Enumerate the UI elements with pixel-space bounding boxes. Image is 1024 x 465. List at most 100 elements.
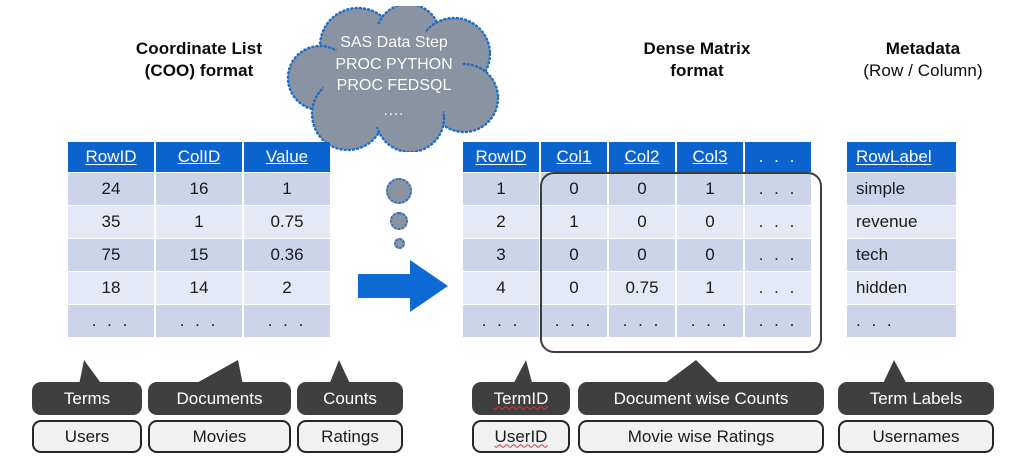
cloud-line-1: SAS Data Step [340,34,448,51]
coo-cell: 14 [156,272,242,304]
dense-col-header-col1: Col1 [541,142,607,172]
table-row: 2 1 0 0 . . . [463,206,811,238]
table-row: simple [847,173,956,205]
cloud-line-4: .... [383,101,405,119]
coo-cell: . . . [244,305,330,337]
dense-cell: 0 [677,206,743,238]
callout-termlabels-light-label: Usernames [838,420,994,453]
dense-cell: 0 [541,239,607,271]
table-row: . . . [847,305,956,337]
dense-cell: . . . [745,272,811,304]
dense-cell: . . . [677,305,743,337]
title-meta-line2: (Row / Column) [863,60,983,80]
dense-cell: 4 [463,272,539,304]
dense-cell: 1 [463,173,539,205]
dense-cell: 1 [541,206,607,238]
page-title-dense-matrix: Dense Matrix format [592,38,802,82]
coo-table: RowID ColID Value 24 16 1 35 1 0.75 75 1… [66,141,332,338]
coo-cell: 2 [244,272,330,304]
callout-terms-dark-label: Terms [32,382,142,415]
callout-document-wise-counts: Document wise Counts Movie wise Ratings [578,360,824,456]
cloud-callout: SAS Data Step PROC PYTHON PROC FEDSQL ..… [286,6,502,152]
dense-cell: 3 [463,239,539,271]
callout-terms: Terms Users [32,360,142,456]
table-row: 18 14 2 [68,272,330,304]
table-row: . . . . . . . . . . . . . . . [463,305,811,337]
meta-cell: tech [847,239,956,271]
dense-cell: 0.75 [609,272,675,304]
coo-cell: 0.75 [244,206,330,238]
table-row: 1 0 0 1 . . . [463,173,811,205]
cloud-bubble-large-icon [386,178,412,204]
dense-cell: 1 [677,272,743,304]
cloud-text: SAS Data Step PROC PYTHON PROC FEDSQL ..… [286,32,502,121]
coo-table-header-row: RowID ColID Value [68,142,330,172]
meta-cell: revenue [847,206,956,238]
dense-cell: 2 [463,206,539,238]
meta-table-header-row: RowLabel [847,142,956,172]
dense-cell: 0 [541,173,607,205]
callout-docwise-dark-label: Document wise Counts [578,382,824,415]
meta-cell: simple [847,173,956,205]
dense-cell: . . . [463,305,539,337]
coo-col-header-value: Value [244,142,330,172]
table-row: . . . . . . . . . [68,305,330,337]
dense-cell: . . . [745,239,811,271]
meta-cell: hidden [847,272,956,304]
dense-cell: . . . [745,206,811,238]
table-row: 24 16 1 [68,173,330,205]
dense-col-header-rowid: RowID [463,142,539,172]
coo-cell: 35 [68,206,154,238]
callout-termlabels-dark-label: Term Labels [838,382,994,415]
table-row: 35 1 0.75 [68,206,330,238]
cloud-line-3: PROC FEDSQL [336,77,452,95]
callout-termid-light-label: UserID [472,420,570,453]
title-meta-line1: Metadata [885,39,961,58]
callout-documents-light-label: Movies [148,420,291,453]
coo-cell: . . . [156,305,242,337]
coo-cell: 1 [156,206,242,238]
callout-docwise-light-label: Movie wise Ratings [578,420,824,453]
dense-cell: 0 [609,173,675,205]
dense-cell: . . . [541,305,607,337]
coo-cell: 15 [156,239,242,271]
title-coo-line2: (COO) format [144,60,254,80]
coo-cell: 1 [244,173,330,205]
dense-cell: . . . [609,305,675,337]
callout-documents-dark-label: Documents [148,382,291,415]
title-dense-line1: Dense Matrix [643,39,751,58]
dense-cell: 0 [609,206,675,238]
dense-cell: 1 [677,173,743,205]
dense-col-header-col3: Col3 [677,142,743,172]
dense-cell: 0 [541,272,607,304]
title-coo-line1: Coordinate List [135,39,263,58]
coo-cell: . . . [68,305,154,337]
table-row: revenue [847,206,956,238]
table-row: 3 0 0 0 . . . [463,239,811,271]
meta-cell: . . . [847,305,956,337]
callout-counts: Counts Ratings [297,360,403,456]
table-row: tech [847,239,956,271]
table-row: 4 0 0.75 1 . . . [463,272,811,304]
coo-cell: 16 [156,173,242,205]
title-dense-line2: format [670,60,724,80]
cloud-bubble-small-icon [394,238,405,249]
dense-col-header-ellipsis: . . . [745,142,811,172]
dense-cell: . . . [745,173,811,205]
cloud-bubble-medium-icon [390,212,408,230]
coo-col-header-rowid: RowID [68,142,154,172]
table-row: hidden [847,272,956,304]
coo-col-header-colid: ColID [156,142,242,172]
dense-matrix-table: RowID Col1 Col2 Col3 . . . 1 0 0 1 . . .… [461,141,813,338]
page-title-metadata: Metadata (Row / Column) [828,38,1018,82]
callout-counts-dark-label: Counts [297,382,403,415]
coo-cell: 24 [68,173,154,205]
coo-cell: 0.36 [244,239,330,271]
callout-term-labels: Term Labels Usernames [838,360,994,456]
callout-counts-light-label: Ratings [297,420,403,453]
cloud-line-2: PROC PYTHON [335,55,453,73]
coo-cell: 18 [68,272,154,304]
callout-termid-dark-label: TermID [472,382,570,415]
callout-documents: Documents Movies [148,360,291,456]
